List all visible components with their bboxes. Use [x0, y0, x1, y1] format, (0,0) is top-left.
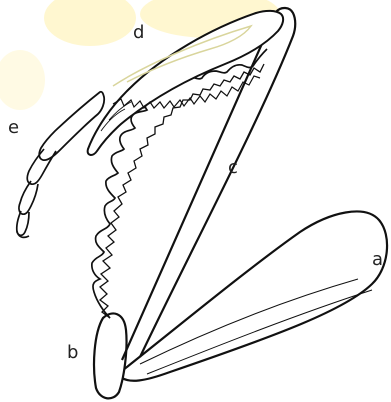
- label-c: c: [228, 157, 238, 178]
- label-b: b: [67, 342, 78, 363]
- label-e: e: [8, 117, 19, 138]
- tarsus-chain: [17, 149, 56, 237]
- segment-b: [94, 314, 126, 399]
- label-a: a: [372, 249, 383, 270]
- label-d: d: [133, 22, 144, 43]
